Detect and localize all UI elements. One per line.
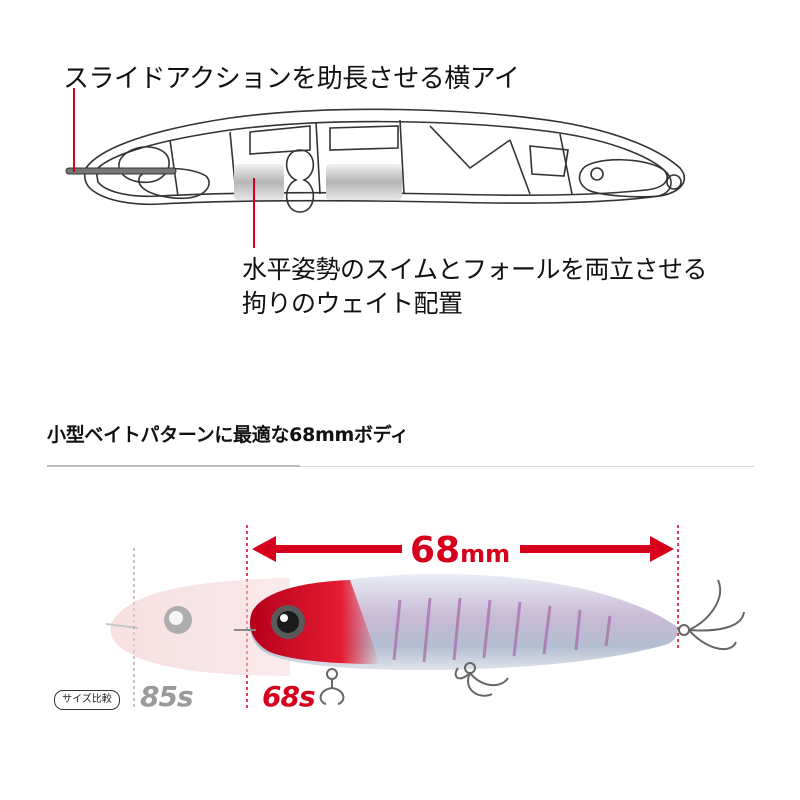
callout-line-tie-eye: スライドアクションを助長させる横アイ (63, 64, 520, 94)
model-85s-label: 85s (140, 680, 194, 713)
weight-rear (326, 164, 402, 200)
length-arrow (252, 536, 674, 562)
weight-front (234, 164, 284, 200)
section-title: 小型ベイトパターンに最適な68mmボディ (47, 424, 409, 446)
section-divider (47, 466, 754, 467)
section-divider-accent (47, 465, 300, 467)
line-tie-eye (65, 167, 177, 175)
callout-weight-line1: 水平姿勢のスイムとフォールを両立させる (242, 255, 708, 284)
length-unit: mm (460, 540, 511, 568)
callout-weight-line2: 拘りのウェイト配置 (242, 289, 463, 318)
callout-weight-placement: 水平姿勢のスイムとフォールを両立させる 拘りのウェイト配置 (242, 253, 708, 321)
length-label: 68mm (410, 530, 510, 571)
lure-68s-photo (234, 573, 745, 705)
length-value: 68 (410, 530, 461, 571)
size-compare-badge: サイズ比較 (54, 690, 120, 710)
lure-85s-ghost (105, 578, 290, 676)
model-68s-label: 68s (262, 680, 316, 713)
